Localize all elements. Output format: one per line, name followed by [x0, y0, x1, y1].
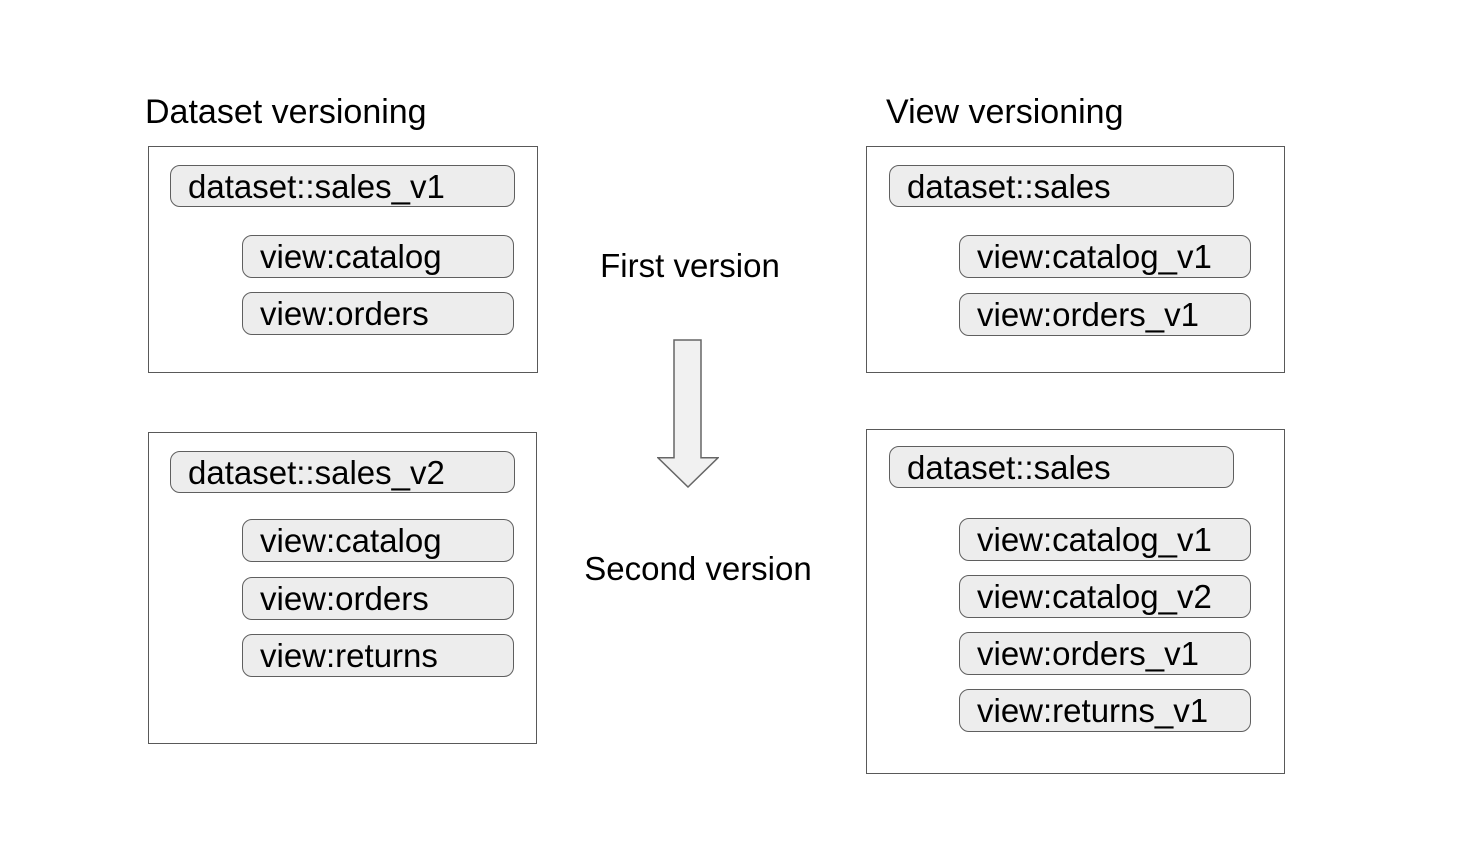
view-versioning-v2-box: dataset::sales view:catalog_v1 view:cata… — [866, 429, 1285, 774]
view-pill: view:catalog_v1 — [959, 235, 1251, 278]
dataset-pill: dataset::sales — [889, 446, 1234, 488]
view-versioning-title: View versioning — [886, 93, 1124, 131]
view-pill: view:returns_v1 — [959, 689, 1251, 732]
view-pill: view:orders_v1 — [959, 632, 1251, 675]
dataset-versioning-title: Dataset versioning — [145, 93, 427, 131]
dataset-pill: dataset::sales — [889, 165, 1234, 207]
view-pill: view:returns — [242, 634, 514, 677]
dataset-pill: dataset::sales_v1 — [170, 165, 515, 207]
dataset-versioning-v2-box: dataset::sales_v2 view:catalog view:orde… — [148, 432, 537, 744]
view-pill: view:catalog_v1 — [959, 518, 1251, 561]
view-pill: view:orders — [242, 577, 514, 620]
first-version-label: First version — [600, 247, 780, 284]
down-arrow-icon — [657, 339, 719, 488]
view-pill: view:catalog — [242, 235, 514, 278]
view-pill: view:orders_v1 — [959, 293, 1251, 336]
view-versioning-v1-box: dataset::sales view:catalog_v1 view:orde… — [866, 146, 1285, 373]
dataset-versioning-v1-box: dataset::sales_v1 view:catalog view:orde… — [148, 146, 538, 373]
view-pill: view:orders — [242, 292, 514, 335]
view-pill: view:catalog_v2 — [959, 575, 1251, 618]
second-version-label: Second version — [584, 550, 812, 587]
view-pill: view:catalog — [242, 519, 514, 562]
dataset-pill: dataset::sales_v2 — [170, 451, 515, 493]
